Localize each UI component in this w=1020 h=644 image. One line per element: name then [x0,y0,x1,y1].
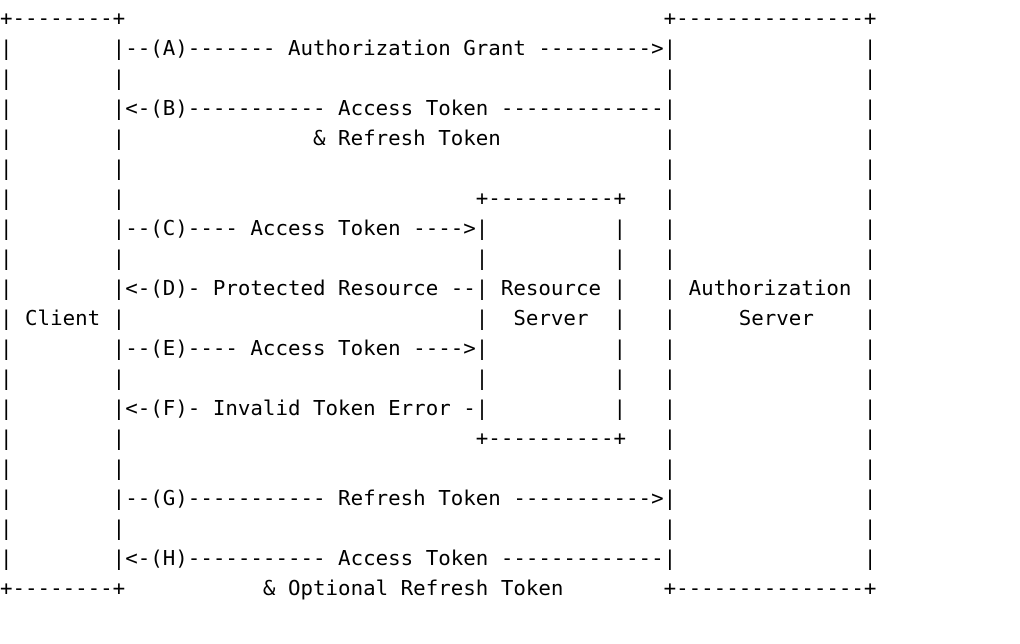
diagram-line-resource-server-top: | | +----------+ | | [0,186,877,210]
diagram-line-step-a: | |--(A)------- Authorization Grant ----… [0,36,877,60]
diagram-line-step-h: | |<-(H)----------- Access Token -------… [0,546,877,570]
diagram-line-resource-server-bottom: | | +----------+ | | [0,426,877,450]
diagram-line-step-c: | |--(C)---- Access Token ---->| | | | [0,216,877,240]
diagram-line-spacer: | | | | [0,516,877,540]
diagram-line-top-border: +--------+ +---------------+ [0,6,877,30]
diagram-line-client-label: | Client | | Server | | Server | [0,306,877,330]
diagram-line-step-e: | |--(E)---- Access Token ---->| | | | [0,336,877,360]
diagram-line-step-b-continued: | | & Refresh Token | | [0,126,877,150]
diagram-line-step-b: | |<-(B)----------- Access Token -------… [0,96,877,120]
diagram-line-spacer: | | | | | | [0,366,877,390]
diagram-line-bottom-border: +--------+ & Optional Refresh Token +---… [0,576,877,600]
diagram-line-step-g: | |--(G)----------- Refresh Token ------… [0,486,877,510]
diagram-line-spacer: | | | | [0,456,877,480]
diagram-line-step-f: | |<-(F)- Invalid Token Error -| | | | [0,396,877,420]
diagram-line-step-d: | |<-(D)- Protected Resource --| Resourc… [0,276,877,300]
diagram-line-spacer: | | | | [0,156,877,180]
diagram-line-spacer: | | | | | | [0,246,877,270]
diagram-line-spacer: | | | | [0,66,877,90]
